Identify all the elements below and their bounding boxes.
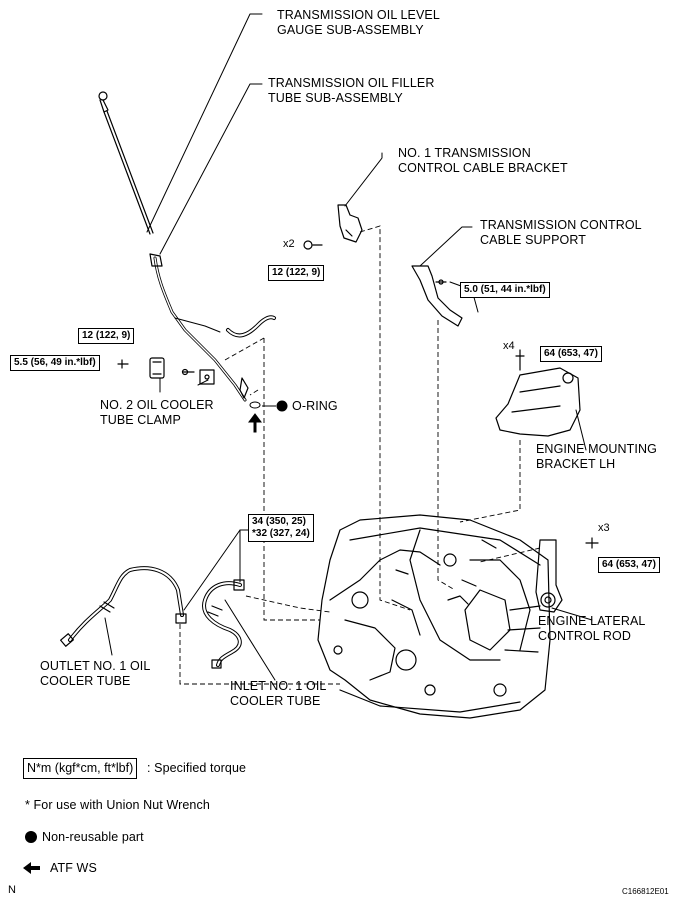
left-arrow-icon xyxy=(23,862,40,874)
label-oil-level-gauge: TRANSMISSION OIL LEVEL GAUGE SUB-ASSEMBL… xyxy=(277,8,440,37)
quantity-rod-bolts: x3 xyxy=(598,522,610,534)
legend-torque-unit-box: N*m (kgf*cm, ft*lbf) xyxy=(23,758,138,779)
label-cooler-tube-clamp: NO. 2 OIL COOLER TUBE CLAMP xyxy=(100,398,214,427)
torque-clamp-upper: 12 (122, 9) xyxy=(78,328,135,344)
torque-support-bolt: 5.0 (51, 44 in.*lbf) xyxy=(460,282,550,298)
oil-level-gauge-part xyxy=(98,91,154,235)
legend-union-nut-note: * For use with Union Nut Wrench xyxy=(25,798,210,812)
label-engine-lateral-control-rod: ENGINE LATERAL CONTROL ROD xyxy=(538,614,646,643)
filled-circle-icon xyxy=(25,831,37,843)
quantity-bracket-bolts: x2 xyxy=(283,238,295,250)
label-engine-mounting-bracket: ENGINE MOUNTING BRACKET LH xyxy=(536,442,657,471)
label-cable-support: TRANSMISSION CONTROL CABLE SUPPORT xyxy=(480,218,642,247)
torque-rod-bolt: 64 (653, 47) xyxy=(598,557,660,573)
o-ring-part xyxy=(248,400,288,433)
corner-mark-left: N xyxy=(8,884,16,896)
cooler-tube-clamp-part xyxy=(117,357,215,385)
figure-code: C166812E01 xyxy=(622,887,669,896)
label-oil-filler-tube: TRANSMISSION OIL FILLER TUBE SUB-ASSEMBL… xyxy=(268,76,435,105)
torque-union-nut: 34 (350, 25) *32 (327, 24) xyxy=(248,514,314,542)
legend-torque-text: : Specified torque xyxy=(147,761,247,775)
engine-mounting-bracket-part xyxy=(495,349,581,437)
engine-lateral-control-rod-part xyxy=(535,537,599,613)
legend-atf-text: ATF WS xyxy=(50,861,97,875)
transaxle-assembly-part xyxy=(317,514,551,719)
label-inlet-cooler-tube: INLET NO. 1 OIL COOLER TUBE xyxy=(230,679,327,708)
torque-bracket-bolt: 12 (122, 9) xyxy=(268,265,325,281)
label-cable-bracket: NO. 1 TRANSMISSION CONTROL CABLE BRACKET xyxy=(398,146,568,175)
torque-mount-bolt: 64 (653, 47) xyxy=(540,346,602,362)
quantity-mount-bolts: x4 xyxy=(503,340,515,352)
torque-clamp-lower: 5.5 (56, 49 in.*lbf) xyxy=(10,355,100,371)
legend-non-reusable-text: Non-reusable part xyxy=(42,830,144,844)
outlet-cooler-tube-part xyxy=(59,566,187,647)
label-o-ring: O-RING xyxy=(292,399,338,413)
label-outlet-cooler-tube: OUTLET NO. 1 OIL COOLER TUBE xyxy=(40,659,151,688)
cable-support-part xyxy=(411,265,463,327)
inlet-cooler-tube-part xyxy=(202,579,245,669)
oil-filler-tube-part xyxy=(149,253,276,402)
cable-bracket-part xyxy=(303,204,363,250)
